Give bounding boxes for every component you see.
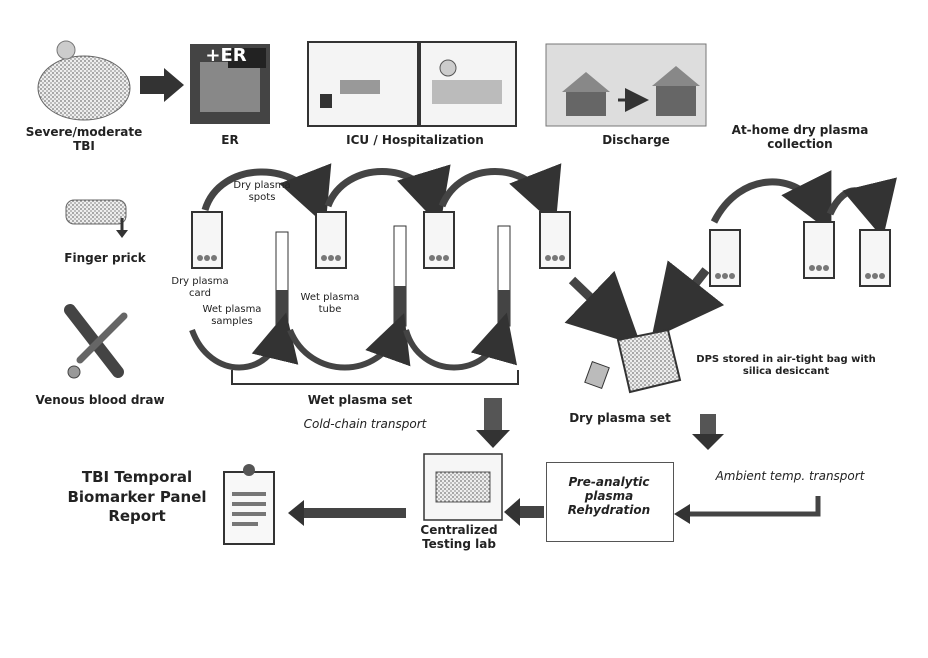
discharge-label: Discharge [586, 134, 686, 148]
lab-label: Centralized Testing lab [404, 524, 514, 552]
dry-spots-label: Dry plasma spots [232, 180, 292, 203]
wet-tube-label: Wet plasma tube [298, 292, 362, 315]
rehydration-label: Pre-analytic plasma Rehydration [556, 476, 662, 517]
cold-chain-down-arrow-icon [476, 398, 510, 448]
home-collection-label: At-home dry plasma collection [730, 124, 870, 152]
cold-chain-label: Cold-chain transport [280, 418, 450, 432]
er-label: ER [210, 134, 250, 148]
arrow-to-er-icon [140, 68, 184, 102]
icu-label: ICU / Hospitalization [330, 134, 500, 148]
dry-card-label: Dry plasma card [170, 276, 230, 299]
finger-prick-icon [66, 200, 128, 238]
ambient-down-arrow-icon [692, 414, 724, 450]
ambient-path-arrow-icon [674, 496, 818, 524]
er-sign-text: +ER [196, 46, 256, 67]
report-clipboard-icon [224, 464, 274, 544]
wet-set-bracket [232, 370, 518, 384]
ambient-label: Ambient temp. transport [690, 470, 890, 484]
dps-storage-label: DPS stored in air-tight bag with silica … [694, 354, 878, 377]
arrow-to-report-icon [288, 500, 406, 526]
dry-card-icons [192, 212, 890, 286]
arrows-to-bag-icon [572, 270, 706, 328]
venous-draw-label: Venous blood draw [20, 394, 180, 408]
arrow-to-lab-icon [504, 498, 544, 526]
wet-sample-arcs [192, 330, 502, 368]
discharge-image-icon [546, 44, 706, 126]
patient-label: Severe/moderate TBI [14, 126, 154, 154]
syringe-icon [68, 310, 124, 378]
finger-prick-label: Finger prick [50, 252, 160, 266]
wet-samples-label: Wet plasma samples [200, 304, 264, 327]
patient-head-icon [38, 41, 130, 120]
report-label: TBI Temporal Biomarker Panel Report [60, 468, 214, 527]
wet-set-label: Wet plasma set [300, 394, 420, 408]
dry-set-label: Dry plasma set [560, 412, 680, 426]
lab-image-icon [424, 454, 502, 520]
icu-image-icon [308, 42, 516, 126]
dps-bag-icon [618, 330, 680, 392]
desiccant-icon [585, 362, 609, 389]
